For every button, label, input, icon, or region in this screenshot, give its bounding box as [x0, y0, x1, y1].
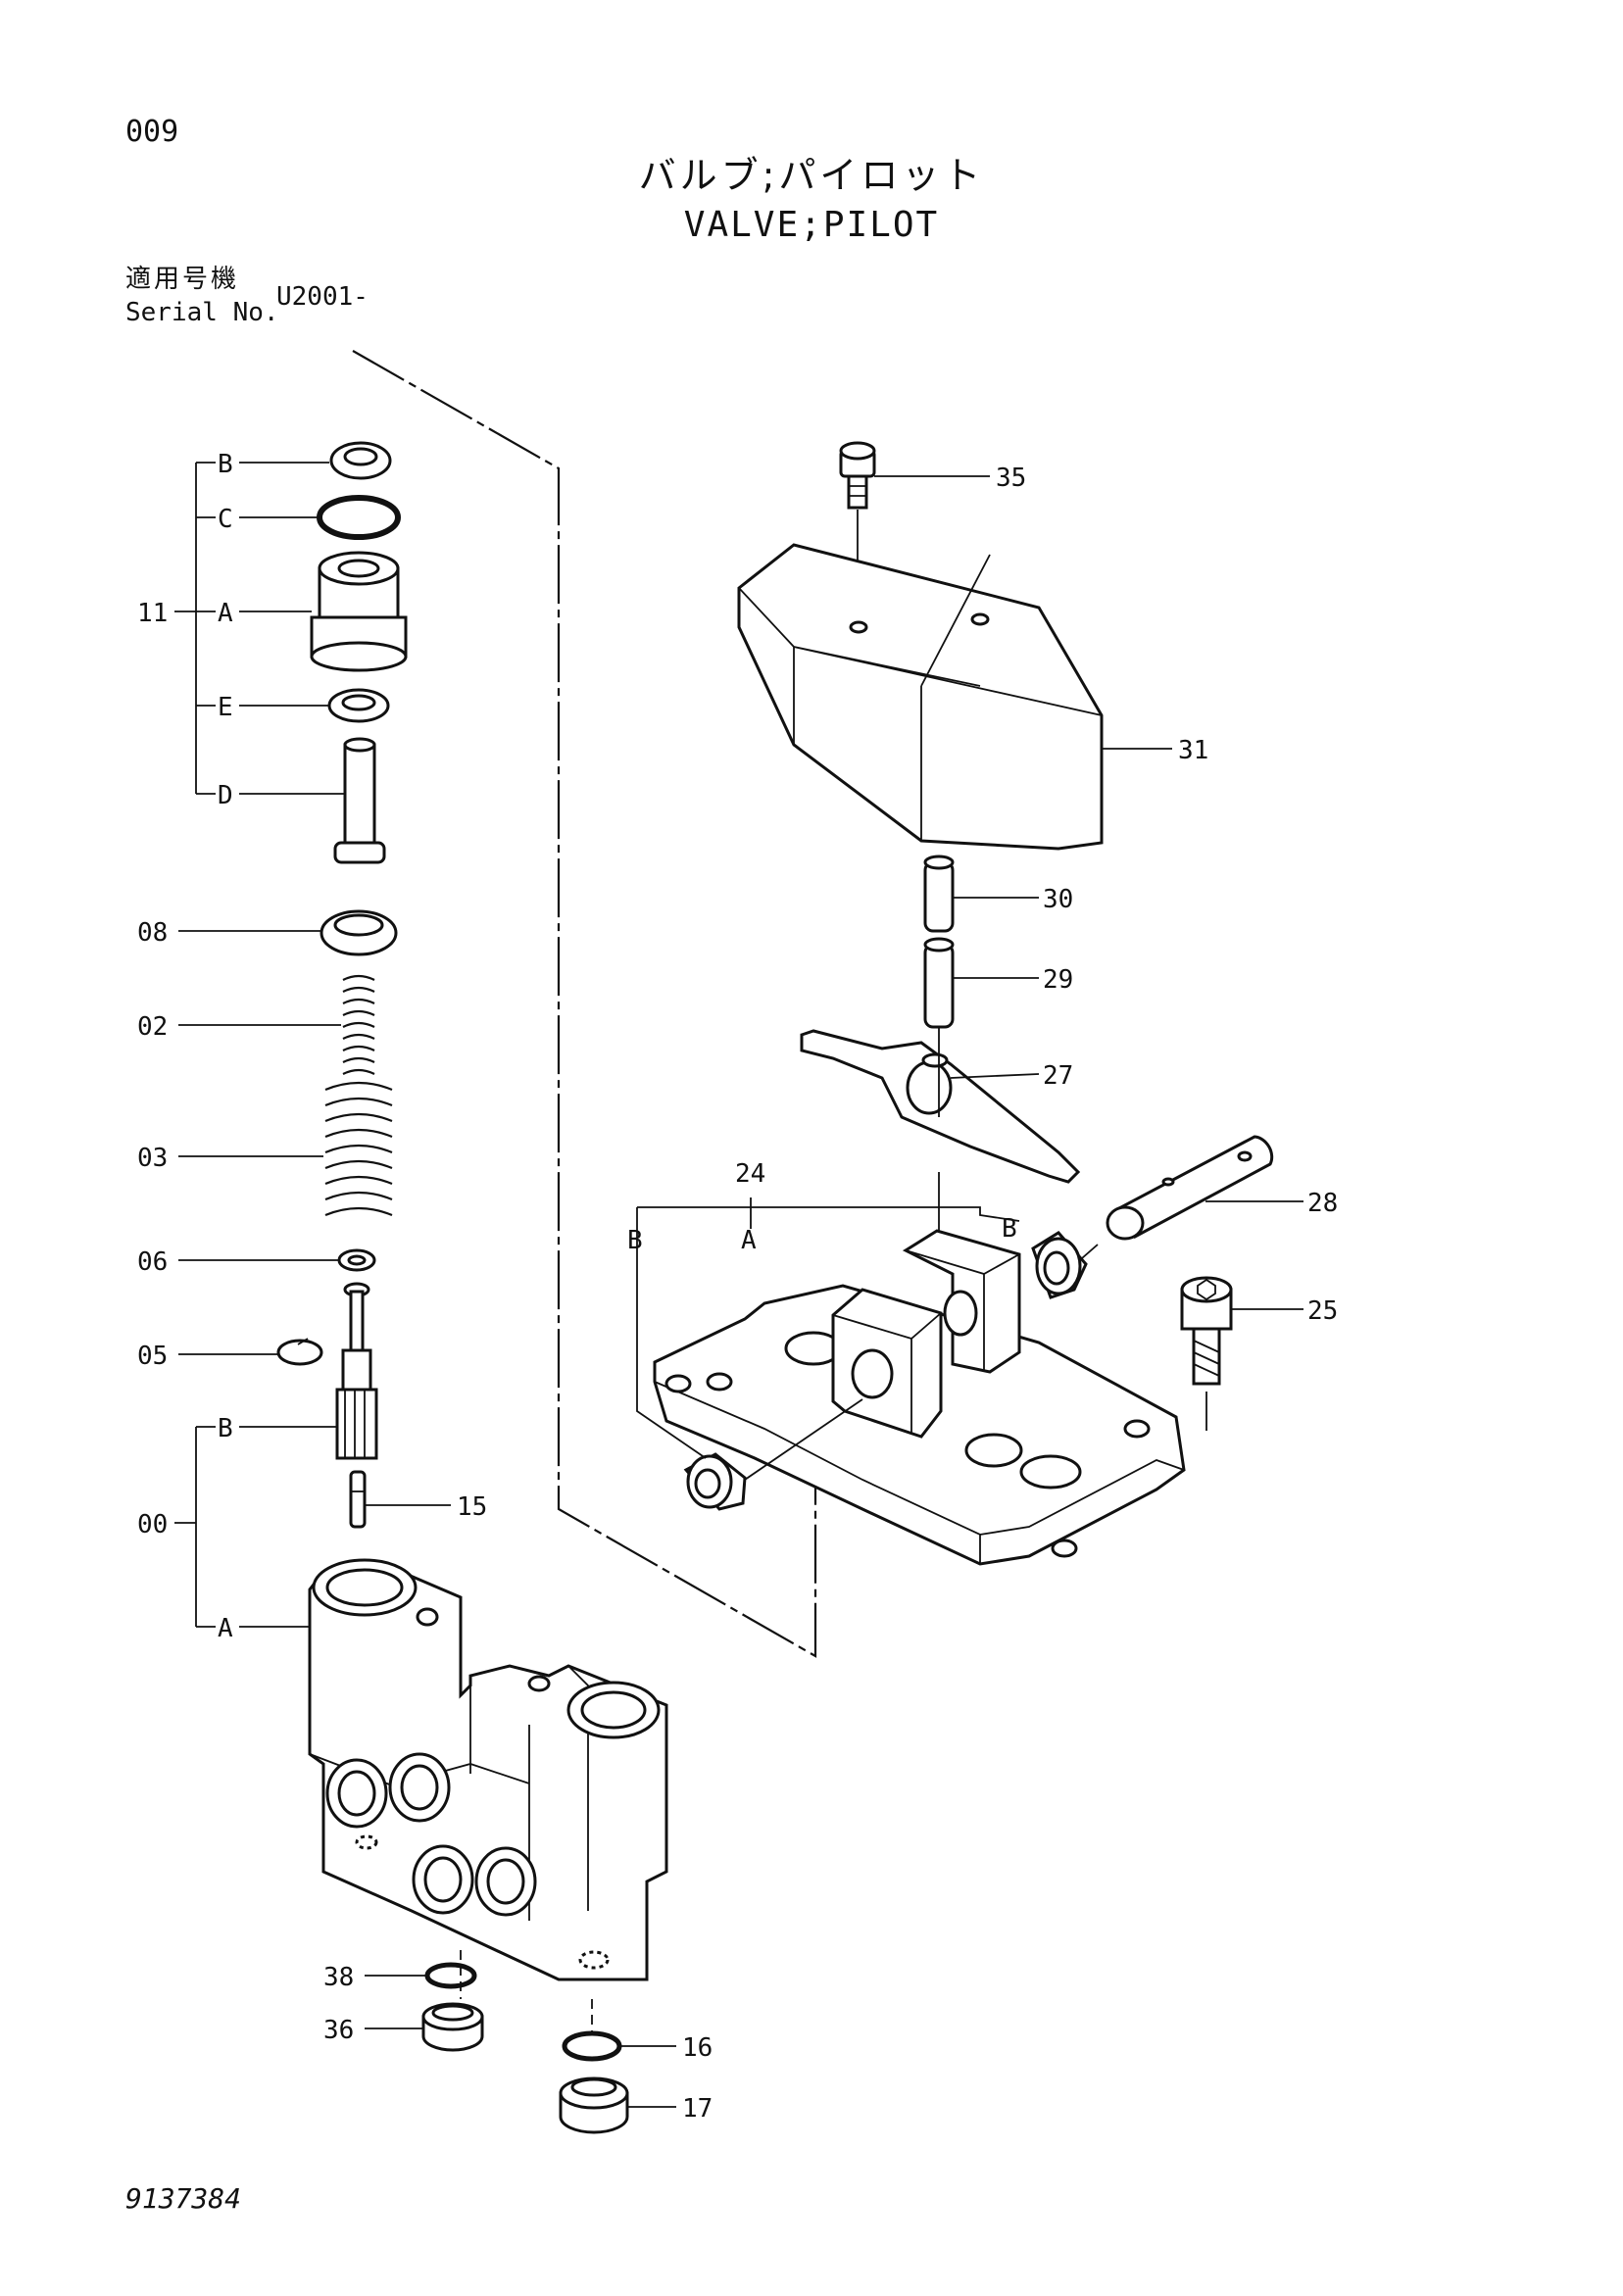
group-24-bracket	[636, 1197, 1020, 1229]
part-31-cover[interactable]	[737, 543, 1104, 851]
label-00a: A	[218, 1614, 233, 1643]
label-11d: D	[218, 781, 233, 810]
label-02: 02	[137, 1012, 168, 1042]
part-00b-spool[interactable]	[335, 1282, 378, 1460]
label-11a: A	[218, 599, 233, 628]
part-24b-bushing-left[interactable]	[683, 1452, 747, 1511]
label-11e: E	[218, 693, 233, 722]
part-15-pin[interactable]	[349, 1470, 367, 1529]
label-group-11: 11	[137, 599, 168, 628]
label-15: 15	[457, 1492, 487, 1522]
part-29-sleeve[interactable]	[923, 937, 955, 1029]
label-25: 25	[1307, 1296, 1338, 1326]
part-11a-guide[interactable]	[310, 551, 408, 672]
label-38: 38	[323, 1963, 354, 1992]
assembly-boundary-line	[352, 350, 817, 1658]
label-05: 05	[137, 1342, 168, 1371]
part-11d-pusher[interactable]	[333, 737, 386, 864]
part-25-cap-screw[interactable]	[1180, 1276, 1233, 1386]
label-17: 17	[682, 2094, 713, 2124]
part-06-washer[interactable]	[337, 1248, 376, 1272]
part-17-plug[interactable]	[559, 2076, 629, 2134]
label-group-24: 24	[735, 1159, 765, 1189]
part-11b-ring[interactable]	[329, 441, 392, 480]
serial-label-japanese: 適用号機	[125, 265, 240, 294]
label-24b-right: B	[1002, 1214, 1017, 1244]
part-35-bolt[interactable]	[839, 441, 876, 510]
part-24-bracket-block-left[interactable]	[831, 1288, 943, 1439]
part-28-shaft[interactable]	[1106, 1135, 1274, 1241]
label-31: 31	[1178, 736, 1208, 765]
part-11e-ring[interactable]	[327, 688, 390, 723]
part-27-arm[interactable]	[800, 1029, 1081, 1184]
part-16-o-ring[interactable]	[562, 2030, 622, 2062]
part-08-spring-seat[interactable]	[320, 909, 398, 956]
serial-number-value: U2001-	[276, 282, 369, 312]
label-35: 35	[996, 464, 1026, 493]
part-02-inner-spring[interactable]	[342, 974, 375, 1075]
label-30: 30	[1043, 885, 1073, 914]
part-00a-valve-body[interactable]	[308, 1558, 668, 1981]
serial-label-english: Serial No.	[125, 298, 279, 327]
label-36: 36	[323, 2016, 354, 2045]
part-11c-o-ring[interactable]	[317, 495, 401, 540]
label-27: 27	[1043, 1061, 1073, 1091]
part-36-plug[interactable]	[421, 2002, 484, 2052]
group-00-bracket	[174, 1426, 216, 1628]
part-38-o-ring[interactable]	[424, 1962, 477, 1989]
part-24-bracket-block-right[interactable]	[902, 1229, 1021, 1374]
label-06: 06	[137, 1247, 168, 1277]
label-11b: B	[218, 450, 233, 479]
part-24b-bushing-right[interactable]	[1031, 1231, 1088, 1299]
label-03: 03	[137, 1144, 168, 1173]
part-05-clip[interactable]	[276, 1338, 323, 1366]
title-japanese: バルブ;パイロット	[638, 154, 985, 197]
label-24b-left: B	[627, 1226, 643, 1255]
title-english: VALVE;PILOT	[683, 205, 940, 245]
label-group-00: 00	[137, 1510, 168, 1539]
label-29: 29	[1043, 965, 1073, 995]
label-16: 16	[682, 2033, 713, 2063]
label-00b: B	[218, 1414, 233, 1443]
drawing-number: 9137384	[125, 2182, 242, 2215]
part-03-outer-spring[interactable]	[324, 1081, 393, 1217]
label-08: 08	[137, 918, 168, 948]
part-30-sleeve[interactable]	[923, 855, 955, 933]
label-11c: C	[218, 505, 233, 534]
label-28: 28	[1307, 1189, 1338, 1218]
page-number: 009	[125, 115, 179, 149]
label-24a: A	[741, 1226, 757, 1255]
group-11-bracket	[174, 462, 216, 795]
